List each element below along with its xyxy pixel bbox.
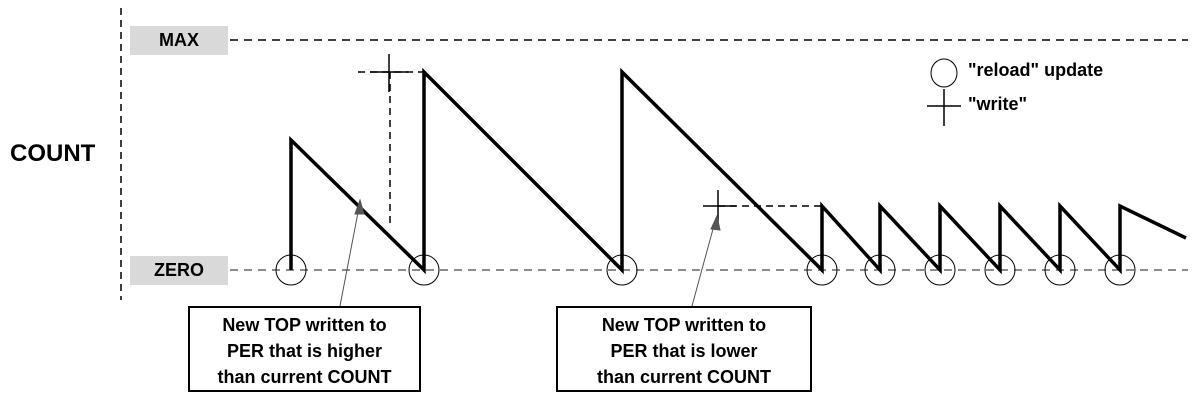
circle-icon bbox=[864, 254, 896, 286]
circle-icon bbox=[806, 254, 838, 286]
circle-icon bbox=[1104, 254, 1136, 286]
reload-markers bbox=[275, 254, 1136, 286]
callout-arrow-1 bbox=[339, 198, 365, 307]
max-level-label: MAX bbox=[130, 26, 228, 55]
circle-icon bbox=[275, 254, 307, 286]
callout-lower-top: New TOP written to PER that is lower tha… bbox=[556, 306, 812, 392]
circle-icon bbox=[606, 254, 638, 286]
callout-line: than current COUNT bbox=[596, 367, 771, 387]
circle-icon bbox=[1044, 254, 1076, 286]
legend-write-label: "write" bbox=[968, 94, 1028, 114]
count-waveform bbox=[289, 67, 1187, 275]
callout-line: PER that is lower bbox=[610, 341, 758, 361]
crosshair-icon bbox=[927, 89, 961, 126]
circle-icon bbox=[408, 254, 440, 286]
count-axis-title: COUNT bbox=[10, 140, 96, 167]
circle-icon bbox=[924, 254, 956, 286]
callout-line: New TOP written to bbox=[601, 315, 767, 335]
callout-line: PER that is higher bbox=[226, 341, 383, 361]
circle-icon bbox=[984, 254, 1016, 286]
callout-line: New TOP written to bbox=[222, 315, 387, 335]
legend-reload-label: "reload" update bbox=[968, 60, 1104, 80]
crosshair-icon bbox=[703, 190, 736, 222]
callout-higher-top: New TOP written to PER that is higher th… bbox=[188, 306, 421, 392]
crosshair-icon bbox=[370, 54, 408, 92]
zero-level-label: ZERO bbox=[130, 256, 228, 285]
circle-icon bbox=[930, 58, 958, 88]
callout-line: than current COUNT bbox=[217, 367, 392, 387]
callout-arrow-2 bbox=[691, 214, 721, 307]
